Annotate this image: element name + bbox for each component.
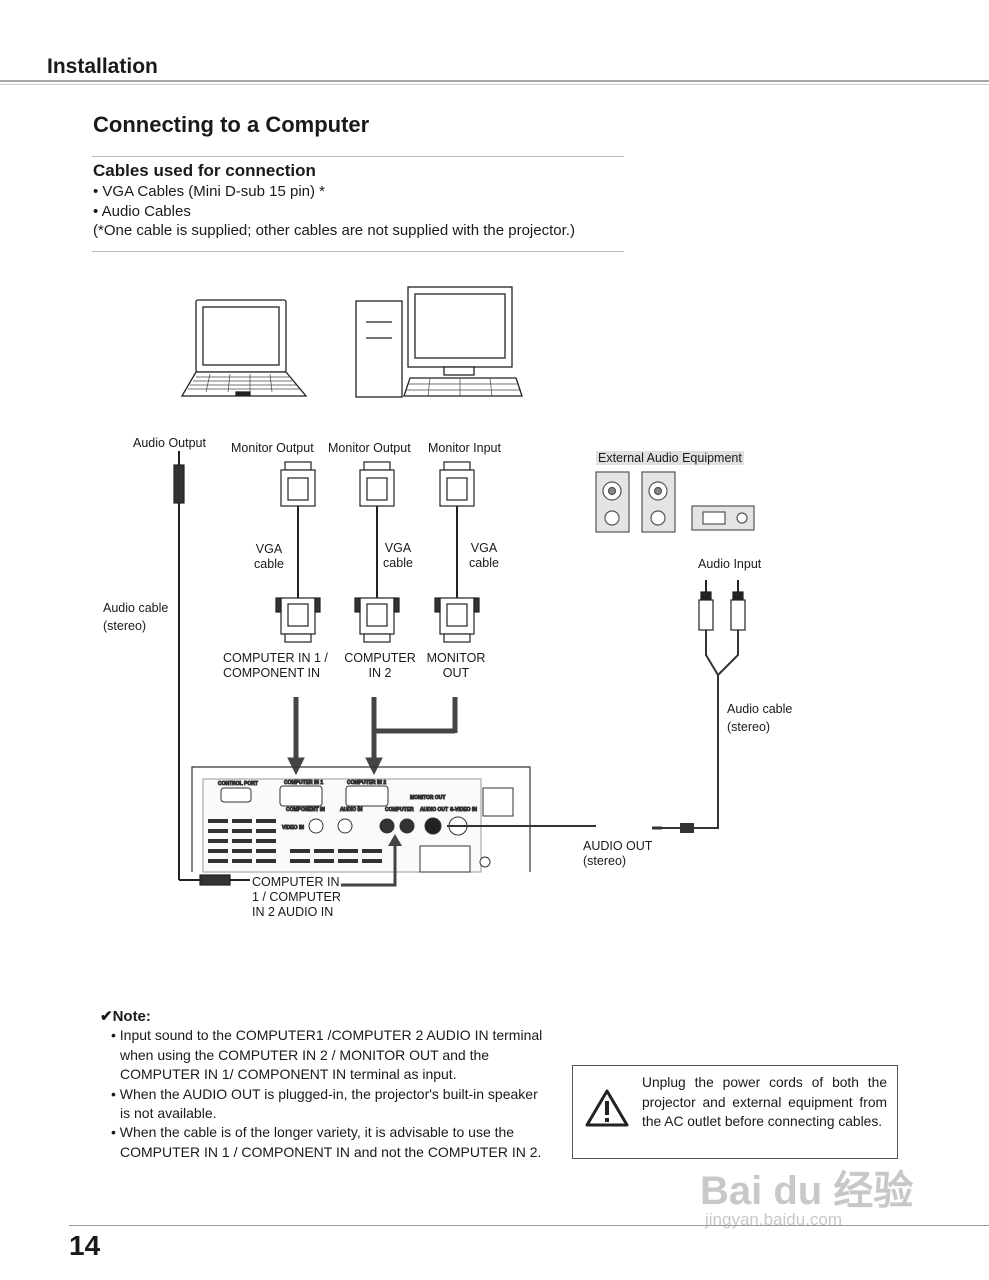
cable-note: (*One cable is supplied; other cables ar…	[93, 222, 575, 239]
warning-box	[572, 1065, 898, 1159]
audio-cable-right	[447, 630, 739, 829]
audio-output-label: Audio Output	[133, 436, 206, 450]
divider	[92, 251, 624, 252]
panel-label: COMPUTER IN 1	[284, 780, 323, 786]
audio-plug-icon	[173, 451, 250, 886]
vga-plug-icon	[275, 461, 321, 643]
computer-in-1-label: COMPUTER IN 1 / COMPONENT IN	[223, 651, 328, 680]
note-title: ✔Note:	[100, 1008, 151, 1025]
external-audio-label: External Audio Equipment	[596, 451, 744, 465]
panel-label: COMPUTER	[385, 807, 414, 813]
note-section: ✔Note: • Input sound to the COMPUTER1 /C…	[100, 1007, 545, 1162]
vga-cable-label: VGA cable	[254, 542, 284, 571]
vga-plug-icon	[354, 461, 400, 643]
vga-cable-label: VGA cable	[383, 541, 413, 570]
monitor-output-label: Monitor Output	[231, 441, 314, 455]
cable-item: • VGA Cables (Mini D-sub 15 pin) *	[93, 183, 326, 200]
panel-label: AUDIO OUT	[420, 807, 448, 813]
computer-audio-in-label: COMPUTER IN 1 / COMPUTER IN 2 AUDIO IN	[252, 875, 341, 920]
monitor-output-label: Monitor Output	[328, 441, 411, 455]
panel-label: COMPUTER IN 2	[347, 780, 386, 786]
laptop-icon	[180, 299, 308, 397]
amplifier-icon	[691, 505, 755, 531]
footer-rule	[69, 1225, 989, 1226]
projector-rear-panel: CONTROL PORT COMPUTER IN 1 COMPONENT IN …	[191, 766, 531, 873]
warning-text: Unplug the power cords of both the proje…	[642, 1075, 887, 1129]
speaker-icon	[595, 471, 630, 533]
arrow-down-icon	[365, 697, 458, 776]
speaker-icon	[641, 471, 676, 533]
cable-item: • Audio Cables	[93, 202, 191, 220]
note-item: • Input sound to the COMPUTER1 /COMPUTER…	[111, 1027, 543, 1083]
watermark-logo: Bai du 经验	[700, 1169, 914, 1213]
audio-out-label: AUDIO OUT (stereo)	[583, 839, 653, 868]
monitor-out-label: MONITOR OUT	[426, 651, 486, 680]
audio-input-label: Audio Input	[698, 557, 762, 571]
page-number: 14	[69, 1230, 101, 1261]
computer-in-2-label: COMPUTER IN 2	[344, 651, 416, 680]
divider	[92, 156, 624, 157]
panel-label: COMPONENT IN	[286, 807, 325, 813]
panel-label: CONTROL PORT	[218, 781, 258, 787]
panel-label: MONITOR OUT	[410, 795, 445, 801]
header-rule	[0, 80, 989, 82]
audio-cable-label: Audio cable (stereo)	[727, 702, 793, 734]
cables-list: • VGA Cables (Mini D-sub 15 pin) * • Aud…	[93, 182, 575, 241]
section-title: Installation	[47, 55, 158, 78]
note-item: • When the cable is of the longer variet…	[111, 1124, 542, 1160]
panel-label: AUDIO IN	[340, 807, 363, 813]
panel-label: VIDEO IN	[282, 825, 304, 831]
vga-cable-label: VGA cable	[469, 541, 499, 570]
arrow-down-icon	[287, 697, 305, 776]
cables-heading: Cables used for connection	[93, 161, 316, 180]
note-item: • When the AUDIO OUT is plugged-in, the …	[111, 1085, 538, 1122]
audio-cable-label: Audio cable (stereo)	[103, 601, 169, 633]
monitor-input-label: Monitor Input	[428, 441, 501, 455]
connection-diagram: CONTROL PORT COMPUTER IN 1 COMPONENT IN …	[173, 286, 755, 887]
watermark-url: jingyan.baidu.com	[705, 1210, 843, 1229]
header-rule-thin	[0, 84, 989, 85]
panel-label: S-VIDEO IN	[450, 807, 477, 813]
rca-plug-icon	[698, 580, 746, 631]
page-title: Connecting to a Computer	[93, 112, 370, 137]
desktop-computer-icon	[355, 286, 523, 398]
warning-icon	[585, 1089, 629, 1127]
vga-plug-icon	[434, 461, 480, 643]
